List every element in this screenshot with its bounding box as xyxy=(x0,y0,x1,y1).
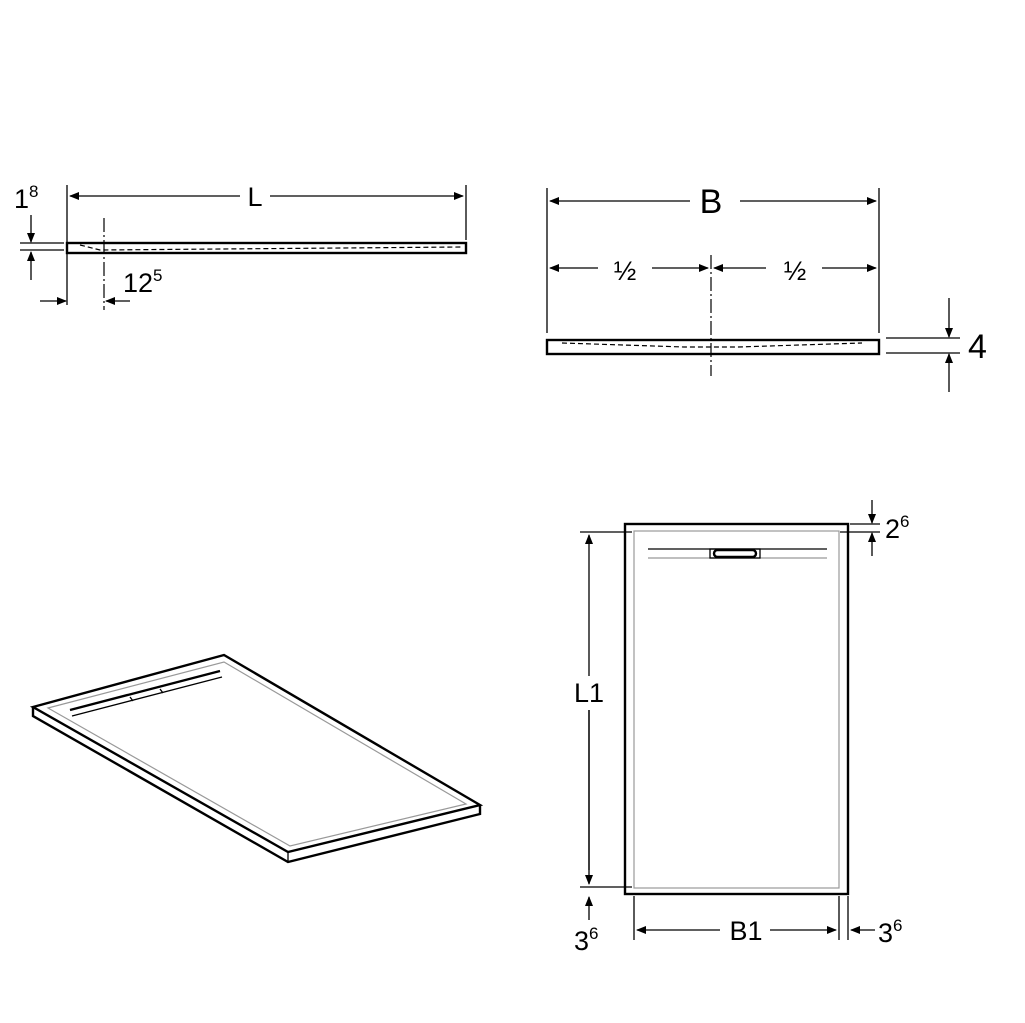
length-label: L xyxy=(247,182,262,212)
half-width-right-label: ½ xyxy=(784,256,807,286)
thickness-label: 18 xyxy=(14,182,39,214)
drain-offset-label: 125 xyxy=(123,266,163,298)
tray-front-profile xyxy=(545,338,881,356)
height-label: 4 xyxy=(968,328,987,366)
isometric-view xyxy=(29,653,484,864)
top-margin-label: 26 xyxy=(885,512,910,544)
width-label: B xyxy=(700,183,723,221)
slope-hidden-line xyxy=(79,244,463,251)
top-view: L1 36 26 B1 36 xyxy=(574,500,910,956)
tray-side-profile xyxy=(65,241,468,255)
front-view: B ½ ½ 4 xyxy=(545,183,987,392)
side-view: L 18 125 xyxy=(14,182,468,310)
tray-inner-edge xyxy=(633,530,840,889)
inner-length-label: L1 xyxy=(574,678,604,708)
inner-width-label: B1 xyxy=(729,916,762,946)
half-width-left-label: ½ xyxy=(614,256,637,286)
drain-grate xyxy=(712,548,758,559)
bottom-margin-label: 36 xyxy=(574,924,599,956)
side-margin-label: 36 xyxy=(878,916,903,948)
tray-outline xyxy=(623,522,850,896)
drain-channel xyxy=(69,669,221,712)
